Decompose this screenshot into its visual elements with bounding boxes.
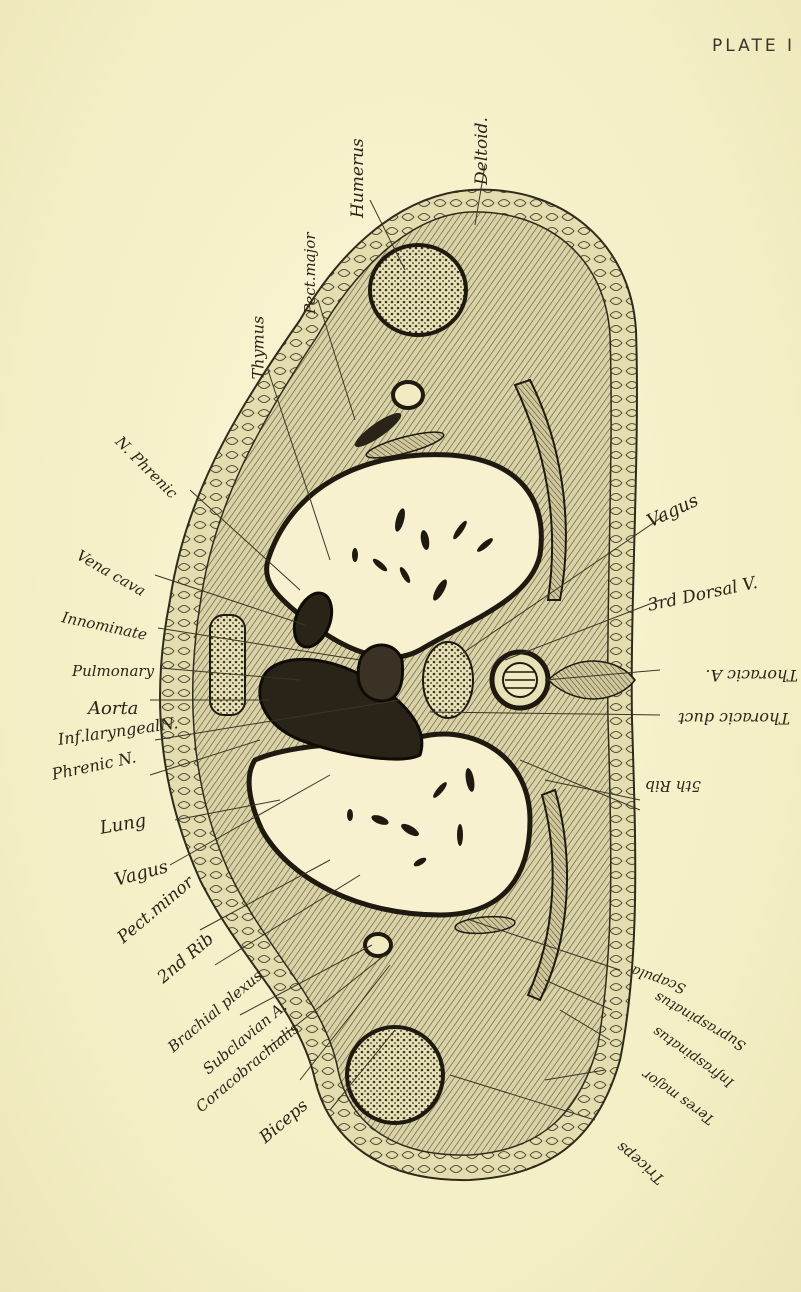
- leader-lines: [149, 164, 666, 1121]
- label-humerus: Humerus: [348, 138, 368, 218]
- vertebra: [489, 649, 636, 711]
- pulmonary-vessel: [356, 643, 405, 703]
- label-pect-major: Pect.major: [301, 232, 319, 314]
- plate-title: PLATE I: [712, 36, 795, 56]
- humerus-upper: [368, 243, 468, 337]
- label-thoracic-duct: Thoracic duct: [678, 709, 790, 728]
- bronchi-marks: [347, 508, 493, 867]
- scapula-lower: [526, 788, 568, 1002]
- brachial-vessel: [363, 932, 393, 958]
- subclavian-vessel: [391, 380, 425, 410]
- trachea: [422, 641, 474, 719]
- scapula-upper: [513, 378, 567, 601]
- label-thymus: Thymus: [248, 315, 268, 380]
- label-pulmonary: Pulmonary: [72, 662, 155, 680]
- rib-section-2: [354, 412, 402, 448]
- label-deltoid: Deltoid.: [472, 117, 492, 185]
- vena-cava-vessel: [292, 591, 334, 649]
- label-aorta: Aorta: [88, 698, 139, 719]
- label-thoracic-a: Thoracic A.: [705, 666, 798, 685]
- rib-section-4: [365, 431, 445, 459]
- humerus-lower: [345, 1025, 445, 1125]
- label-fifth-rib: 5th Rib: [645, 777, 701, 795]
